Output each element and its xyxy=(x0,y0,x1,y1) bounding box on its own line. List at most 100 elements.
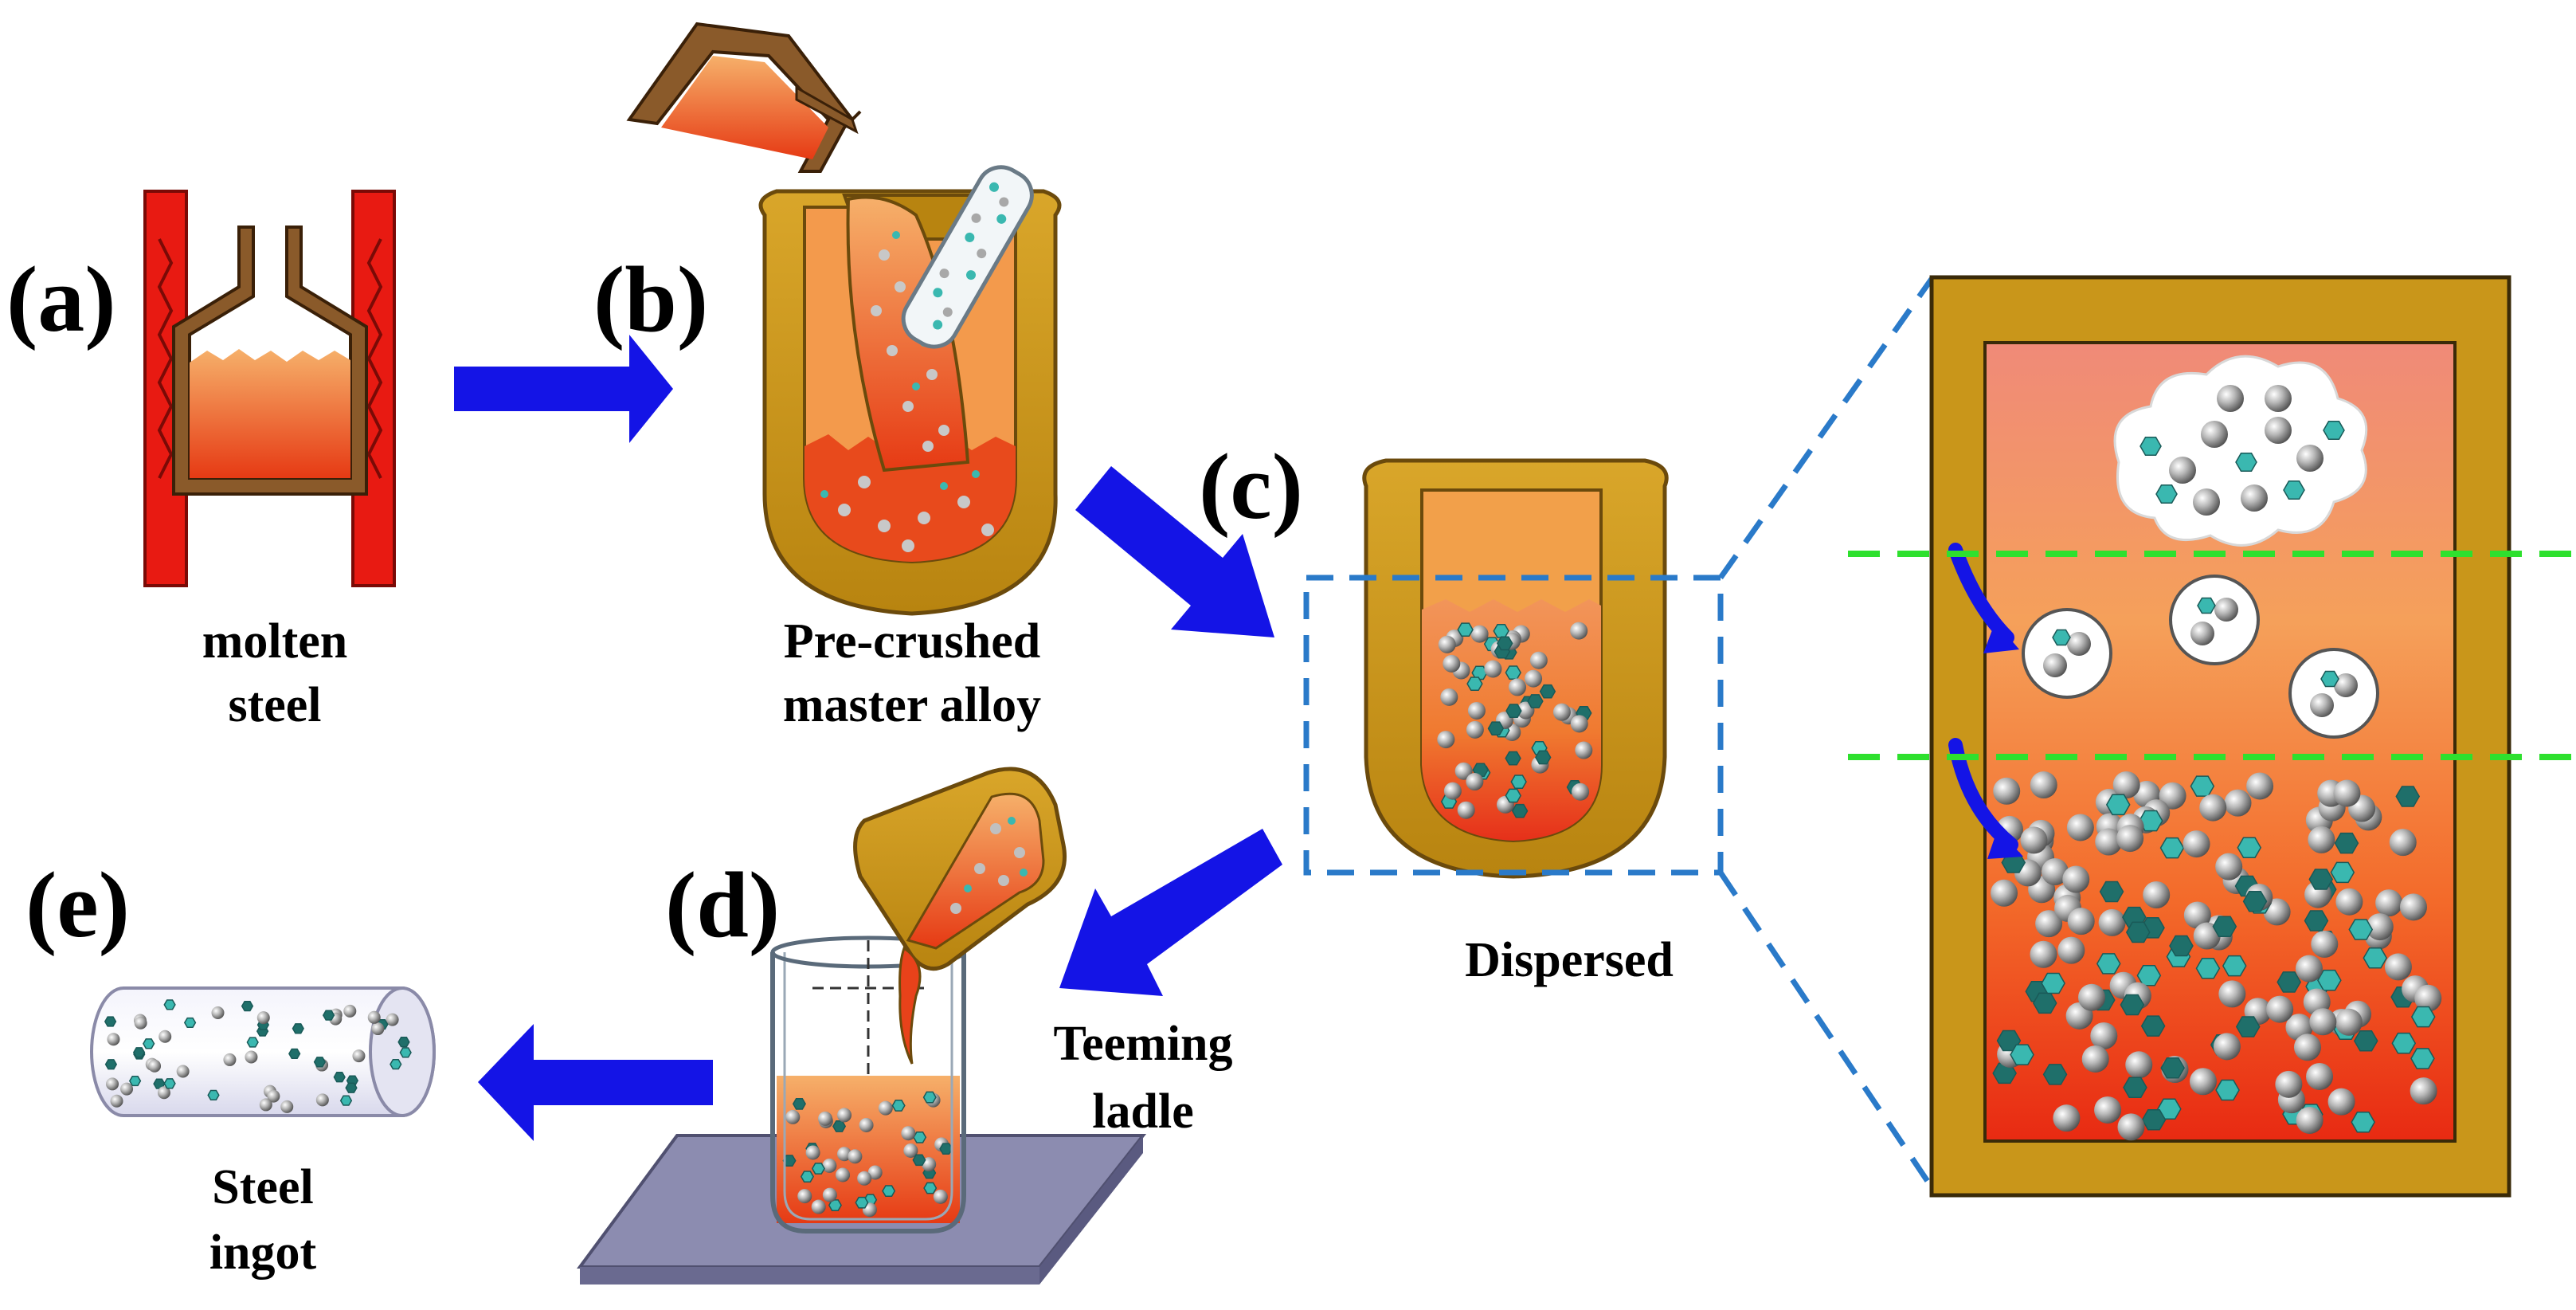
particle-teal xyxy=(1539,684,1556,699)
particle-teal xyxy=(104,1016,117,1027)
particle-gray xyxy=(2308,826,2335,853)
particle-gray xyxy=(1438,635,1456,653)
particle-gray xyxy=(386,1013,399,1026)
particle-teal xyxy=(2235,1016,2261,1037)
panel-letter-a: (a) xyxy=(6,247,116,351)
particle-teal xyxy=(2363,947,2388,969)
particle-teal xyxy=(782,1155,797,1167)
particle-gray xyxy=(805,1145,820,1160)
particle-gray xyxy=(2098,908,2126,936)
panel-letter-d: (d) xyxy=(665,853,780,957)
particle-teal xyxy=(2155,484,2178,504)
particle-gray xyxy=(857,1171,872,1186)
particle-gray xyxy=(785,1109,801,1124)
particle-teal xyxy=(800,1171,814,1183)
particle-gray xyxy=(2043,653,2067,677)
particle-gray xyxy=(2410,1077,2437,1105)
particle-gray xyxy=(367,1010,381,1024)
particle-gray xyxy=(837,1108,852,1123)
caption-c: Dispersed xyxy=(1465,933,1674,987)
particle-gray xyxy=(1572,782,1590,801)
particle-teal xyxy=(2139,436,2162,457)
particle-gray xyxy=(2030,771,2057,799)
floating-bubbles xyxy=(2022,575,2379,739)
particle-gray xyxy=(2335,888,2363,916)
particle-gray xyxy=(1484,660,1502,678)
particle-gray xyxy=(2095,828,2123,856)
particle-gray xyxy=(2296,1106,2323,1134)
particle-teal xyxy=(2169,935,2194,957)
particle-teal xyxy=(2195,958,2221,979)
particle-teal xyxy=(1497,636,1513,651)
particle-gray xyxy=(867,1165,883,1180)
particle-teal xyxy=(2308,869,2334,890)
particle-gray xyxy=(223,1053,237,1066)
particle-gray xyxy=(2057,936,2085,964)
particle-teal xyxy=(2120,994,2145,1016)
particle-teal xyxy=(397,1037,410,1048)
caption-b-line2: master alloy xyxy=(783,678,1041,732)
particle-teal xyxy=(2334,832,2359,854)
particle-gray xyxy=(2389,829,2417,857)
particle-gray xyxy=(2030,940,2057,968)
particle-teal xyxy=(2353,1030,2378,1052)
zoom-frame xyxy=(1303,575,1724,876)
particle-gray xyxy=(1470,625,1489,643)
particle-gray xyxy=(2193,922,2221,950)
particle-gray xyxy=(2295,955,2323,982)
particle-teal xyxy=(2159,837,2185,859)
particle-gray xyxy=(811,1199,826,1214)
particle-teal xyxy=(1511,803,1529,818)
particle-gray xyxy=(1443,782,1462,800)
particle-gray xyxy=(1457,801,1475,819)
particle-gray xyxy=(2306,1062,2334,1090)
particle-teal xyxy=(1466,677,1483,691)
particle-gray xyxy=(2309,1008,2337,1036)
particle-teal xyxy=(399,1047,412,1058)
particle-gray xyxy=(2266,995,2294,1023)
zoom-inset xyxy=(1929,275,2511,1198)
caption-d-line1: Teeming xyxy=(1053,1017,1232,1071)
particle-gray xyxy=(2334,673,2358,697)
particle-gray xyxy=(2169,457,2196,484)
particle-gray xyxy=(903,1143,918,1158)
caption-e-line1: Steel xyxy=(212,1160,313,1214)
particle-teal xyxy=(2157,1098,2182,1120)
particle-gray xyxy=(2275,1070,2303,1098)
particle-gray xyxy=(2213,1033,2241,1061)
particle-teal xyxy=(912,1154,926,1167)
particle-gray xyxy=(1993,777,2021,805)
teeming-ladle xyxy=(853,767,1067,1065)
particle-gray xyxy=(2201,421,2228,448)
particle-gray xyxy=(2112,771,2140,799)
particle-gray xyxy=(134,1016,147,1030)
panel-letter-e: (e) xyxy=(25,853,130,957)
particle-gray xyxy=(2062,865,2090,893)
particle-teal xyxy=(2125,921,2151,943)
zoom-line-top xyxy=(1718,277,1934,580)
particle-gray xyxy=(2218,980,2246,1008)
particle-teal xyxy=(390,1058,402,1070)
particle-gray xyxy=(352,1049,366,1063)
particle-gray xyxy=(120,1082,134,1096)
particle-gray xyxy=(2375,889,2403,917)
particle-teal xyxy=(246,1037,259,1048)
particle-gray xyxy=(1508,678,1526,696)
particle-gray xyxy=(2183,901,2211,929)
particle-gray xyxy=(2078,983,2106,1011)
particle-gray xyxy=(2327,1088,2355,1116)
particle-gray xyxy=(1991,879,2018,907)
particle-teal xyxy=(2215,1079,2240,1101)
crucible-c xyxy=(1362,458,1669,879)
particle-teal xyxy=(2317,969,2342,991)
particle-gray xyxy=(2117,1113,2145,1141)
particle-teal xyxy=(2099,881,2124,903)
particle-gray xyxy=(107,1033,120,1046)
particle-gray xyxy=(1552,703,1571,721)
caption-a-line2: steel xyxy=(228,678,321,732)
particle-teal xyxy=(2136,965,2162,986)
particle-teal xyxy=(2041,972,2065,994)
particle-teal xyxy=(322,1010,335,1021)
particle-gray xyxy=(933,1189,948,1204)
particle-gray xyxy=(2384,953,2412,981)
